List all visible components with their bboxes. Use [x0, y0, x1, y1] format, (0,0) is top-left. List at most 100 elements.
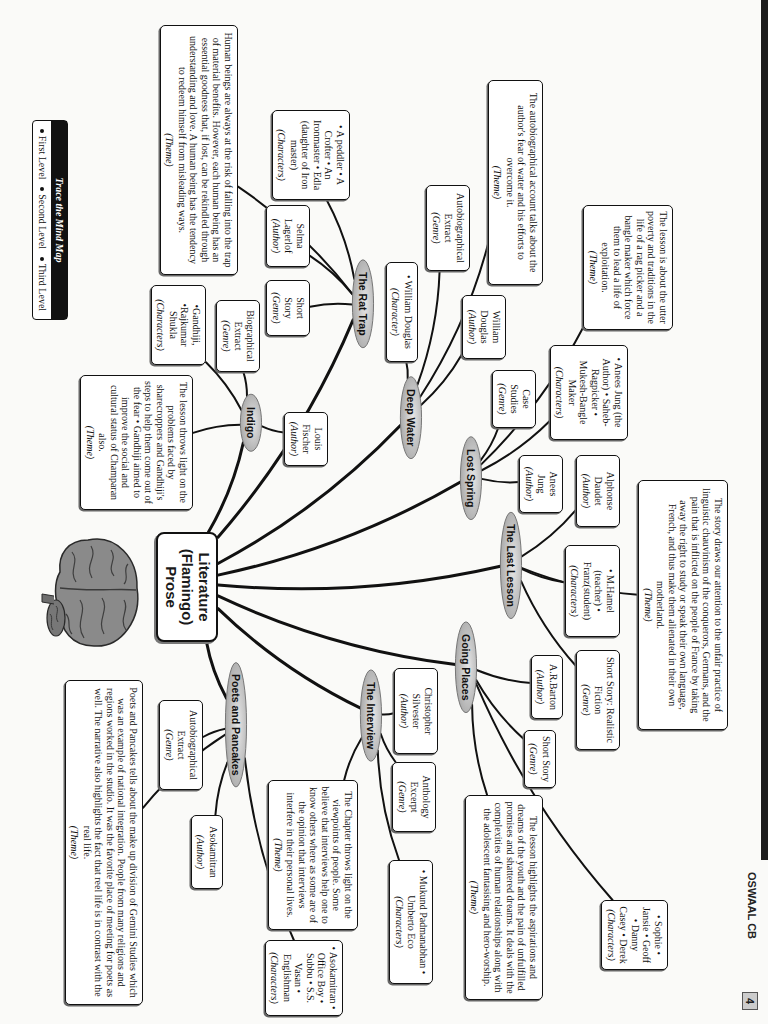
author-box: Louis Fischer(Author) — [285, 412, 329, 466]
box-text: Biographical Extract — [233, 306, 256, 366]
box-tag: (Author) — [467, 301, 479, 353]
box-tag: (Genre) — [221, 306, 233, 366]
box-text: The autobiographical account talks about… — [505, 86, 540, 279]
theme-box: The lesson highlights the aspirations an… — [465, 795, 543, 1000]
box-tag: (Author) — [271, 211, 283, 261]
box-text: • William Douglas — [403, 268, 415, 356]
legend-bullet — [40, 187, 44, 191]
chapter-title: Lost Spring — [465, 449, 477, 507]
box-tag: (Genre) — [271, 286, 283, 330]
box-tag: (Author) — [581, 461, 593, 521]
box-tag: (Author) — [195, 821, 207, 883]
box-tag: (Character) — [390, 268, 402, 356]
chapter-title: The Interview — [365, 682, 377, 749]
genre-box: Case Studies(Genre) — [493, 370, 537, 428]
chapter-oval: Deep Water — [399, 375, 423, 460]
branch-line — [406, 362, 408, 379]
box-tag: (Theme) — [643, 486, 655, 724]
box-tag: (Theme) — [273, 786, 285, 924]
box-text: • Asokamitran • Office Boy • Subbu • S.S… — [282, 946, 340, 1010]
branch-line — [310, 256, 353, 295]
author-box: Alphonse Daudet(Author) — [577, 455, 621, 527]
box-tag: (Genre) — [581, 656, 593, 744]
box-tag: (Characters) — [554, 351, 566, 434]
box-text: Christopher Silvester — [411, 674, 434, 748]
box-tag: (Theme) — [85, 381, 97, 504]
chapter-title: The Rat Trap — [357, 272, 369, 336]
box-tag: (Theme) — [469, 801, 481, 994]
box-tag: (Genre) — [164, 706, 176, 784]
box-text: Asokamitran — [208, 821, 220, 883]
genre-box: Autobiographical Extract(Genre) — [160, 700, 204, 790]
box-text: Autobiographical Extract — [443, 191, 466, 265]
genre-box: Biographical Extract(Genre) — [217, 300, 261, 372]
box-text: The story draws our attention to the unf… — [655, 486, 724, 724]
legend-box: Trace the Mind MapFirst LevelSecond Leve… — [32, 120, 68, 320]
branch-line — [472, 705, 487, 795]
characters-box: • M.Hamel (teacher) • Franz(student)(Cha… — [565, 545, 620, 637]
branch-line — [207, 642, 227, 698]
characters-box: • William Douglas(Character) — [386, 262, 418, 362]
branch-line — [421, 354, 462, 405]
box-tag: (Theme) — [164, 31, 176, 269]
branch-line — [476, 680, 524, 739]
box-tag: (Genre) — [397, 768, 409, 826]
theme-box: The autobiographical account talks about… — [488, 80, 543, 285]
box-text: A.R.Barton — [548, 661, 560, 713]
author-box: Asokamitran(Author) — [191, 815, 223, 889]
box-text: Alphonse Daudet — [593, 461, 616, 521]
chapter-oval: Poets and Pancakes — [224, 660, 248, 790]
box-tag: (Author) — [524, 461, 536, 507]
box-tag: (Characters) — [155, 291, 167, 359]
box-text: Anees Jung — [536, 461, 559, 507]
box-tag: (Characters) — [276, 116, 288, 194]
branch-line — [218, 596, 456, 665]
box-text: • Mukund Padmanabhan • Umberto Eco — [406, 866, 429, 978]
branch-line — [262, 426, 285, 433]
chapter-title: Deep Water — [405, 389, 417, 446]
box-tag: (Genre) — [431, 191, 443, 265]
box-tag: (Characters) — [606, 906, 618, 964]
box-tag: (Theme) — [492, 86, 504, 279]
characters-box: • Asokamitran • Office Boy • Subbu • S.S… — [265, 940, 343, 1016]
running-header: OSWAAL CB — [746, 872, 758, 939]
scan-edge — [761, 0, 768, 860]
chapter-oval: The Interview — [359, 668, 383, 763]
chapter-title: Indigo — [245, 407, 257, 439]
chapter-oval: The Last Lesson — [499, 510, 523, 621]
box-tag: (Author) — [535, 661, 547, 713]
legend-text: First Level — [36, 136, 48, 180]
legend-item: Second Level — [36, 187, 48, 249]
box-tag: (Characters) — [269, 946, 281, 1010]
box-text: • Anees Jung (the Author) • Saheb- Ragpi… — [567, 351, 625, 434]
chapter-oval: Going Places — [454, 620, 478, 715]
box-tag: (Characters) — [394, 866, 406, 978]
box-text: • A peddler • A Crofter • An Ironmaster … — [289, 116, 347, 194]
brain-illustration — [42, 539, 138, 646]
author-box: Selma Lagerlof(Author) — [267, 205, 311, 267]
branch-line — [218, 482, 461, 575]
legend-item: Third Level — [36, 257, 48, 311]
box-text: Selma Lagerlof — [283, 211, 306, 261]
characters-box: • Mukund Padmanabhan • Umberto Eco(Chara… — [390, 860, 434, 984]
box-tag: (Theme) — [588, 211, 600, 324]
branch-line — [522, 569, 566, 583]
legend-text: Third Level — [36, 264, 48, 311]
box-text: • M.Hamel (teacher) • Franz(student) — [582, 551, 617, 631]
characters-box: • A peddler • A Crofter • An Ironmaster … — [272, 110, 350, 200]
box-text: Short Story: Realistic Fiction — [593, 656, 616, 744]
characters-box: • Sophie • Jansie • Geoff • Danny Casey … — [602, 900, 669, 970]
branch-line — [209, 443, 244, 532]
legend-heading: Trace the Mind Map — [51, 121, 67, 319]
genre-box: Autobiographical Extract(Genre) — [427, 185, 471, 271]
box-text: The lesson is about the utter poverty an… — [600, 211, 669, 324]
theme-box: The lesson is about the utter poverty an… — [584, 205, 674, 330]
box-tag: (Author) — [399, 674, 411, 748]
chapter-title: The Last Lesson — [505, 524, 517, 607]
box-text: Autobiographical Extract — [176, 706, 199, 784]
chapter-oval: The Rat Trap — [351, 258, 375, 350]
branch-line — [243, 372, 247, 396]
theme-box: The story draws our attention to the unf… — [639, 480, 729, 730]
branch-line — [310, 304, 352, 307]
author-box: William Douglas(Author) — [463, 295, 507, 359]
